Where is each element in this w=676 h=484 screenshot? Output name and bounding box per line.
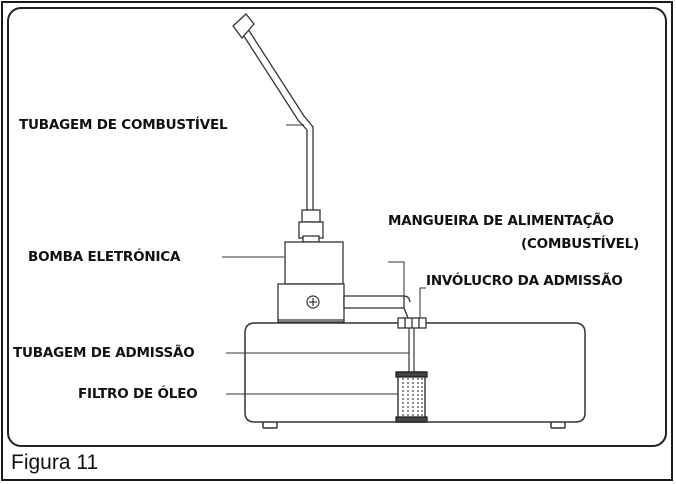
label-feed-hose-line2: (COMBUSTÍVEL) — [521, 236, 640, 252]
leader-lines — [222, 124, 426, 395]
intake-tube — [408, 328, 415, 372]
fuel-tube-nozzle — [232, 13, 255, 40]
label-feed-hose-line1: MANGUEIRA DE ALIMENTAÇÃO — [388, 213, 614, 229]
figure-caption: Figura 11 — [11, 451, 99, 474]
tube-coupling — [298, 209, 324, 243]
label-electronic-pump: BOMBA ELETRÓNICA — [28, 249, 181, 265]
diagram-panel — [7, 7, 667, 447]
label-intake-tube: TUBAGEM DE ADMISSÃO — [13, 345, 195, 361]
electronic-pump-body — [277, 241, 345, 323]
label-oil-filter: FILTRO DE ÓLEO — [78, 386, 198, 402]
label-intake-housing: INVÓLUCRO DA ADMISSÃO — [426, 273, 623, 289]
fuel-tube — [239, 25, 314, 212]
label-fuel-tube: TUBAGEM DE COMBUSTÍVEL — [19, 117, 228, 133]
oil-filter — [395, 371, 428, 423]
mounting-bolt — [306, 295, 320, 309]
leader-intake-housing — [419, 287, 426, 318]
leader-feed-hose — [388, 261, 405, 300]
feed-hose — [343, 295, 411, 319]
intake-housing — [397, 317, 427, 329]
